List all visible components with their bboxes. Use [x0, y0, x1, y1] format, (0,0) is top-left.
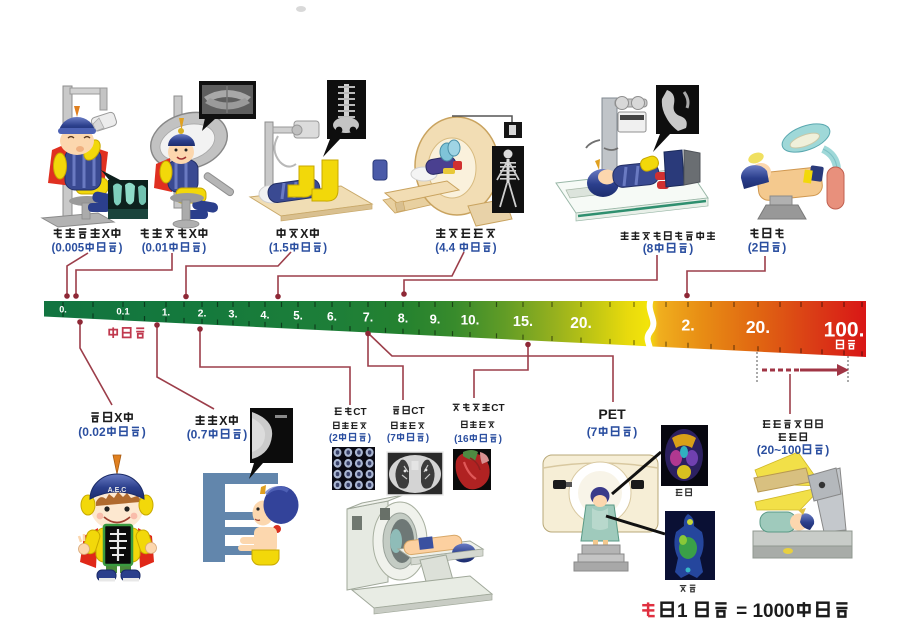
svg-text:2.: 2. [198, 308, 207, 320]
svg-text:): ) [323, 243, 327, 255]
svg-text:(16: (16 [454, 434, 469, 445]
svg-text:(0.02: (0.02 [78, 425, 106, 439]
svg-text:(0.01: (0.01 [142, 243, 169, 255]
svg-text:): ) [633, 425, 637, 439]
svg-text:): ) [142, 425, 146, 439]
svg-text:20.: 20. [746, 317, 770, 337]
svg-text:9.: 9. [430, 311, 441, 326]
svg-text:(0.7: (0.7 [187, 428, 208, 442]
svg-text:X: X [300, 227, 309, 241]
svg-text:0.1: 0.1 [116, 306, 130, 317]
svg-text:(7: (7 [587, 425, 598, 439]
svg-text:X: X [219, 414, 228, 428]
svg-text:(7: (7 [387, 433, 396, 444]
svg-text:20.: 20. [570, 315, 592, 332]
svg-text:1.: 1. [162, 308, 171, 319]
svg-text:(2: (2 [329, 433, 338, 444]
svg-text:(2: (2 [748, 241, 759, 255]
svg-text:): ) [202, 243, 206, 255]
svg-text:CT: CT [411, 406, 424, 417]
svg-text:CT: CT [353, 407, 366, 418]
svg-text:10.: 10. [461, 312, 480, 327]
svg-text:CT: CT [491, 403, 504, 414]
svg-text:3.: 3. [228, 309, 237, 321]
svg-text:PET: PET [598, 406, 626, 422]
svg-text:): ) [243, 428, 247, 442]
svg-text:): ) [119, 243, 123, 255]
svg-text:(4.4: (4.4 [435, 243, 458, 255]
svg-text:(1.5: (1.5 [269, 243, 289, 255]
svg-text:2.: 2. [681, 318, 694, 335]
svg-text:X: X [189, 227, 198, 241]
svg-text:): ) [368, 433, 371, 444]
svg-text:8.: 8. [398, 311, 408, 325]
svg-text:): ) [493, 243, 497, 255]
svg-text:1: 1 [677, 601, 693, 622]
svg-text:): ) [499, 434, 502, 445]
svg-text:): ) [689, 242, 693, 256]
svg-text:15.: 15. [513, 314, 533, 330]
svg-text:X: X [114, 411, 123, 425]
svg-text:): ) [426, 433, 429, 444]
svg-text:5.: 5. [293, 310, 303, 322]
svg-text:0.: 0. [59, 305, 67, 315]
svg-text:= 1000: = 1000 [731, 601, 795, 622]
svg-text:4.: 4. [260, 309, 269, 321]
svg-text:X: X [102, 227, 111, 241]
svg-text:(20~100: (20~100 [757, 443, 802, 457]
svg-text:): ) [782, 241, 786, 255]
svg-text:): ) [825, 443, 829, 457]
svg-text:7.: 7. [363, 311, 373, 325]
svg-text:6.: 6. [327, 309, 337, 323]
svg-text:A.E.C: A.E.C [108, 487, 127, 494]
svg-text:100.: 100. [824, 318, 865, 341]
svg-text:(8: (8 [643, 242, 654, 256]
svg-text:(0.005: (0.005 [52, 243, 85, 255]
